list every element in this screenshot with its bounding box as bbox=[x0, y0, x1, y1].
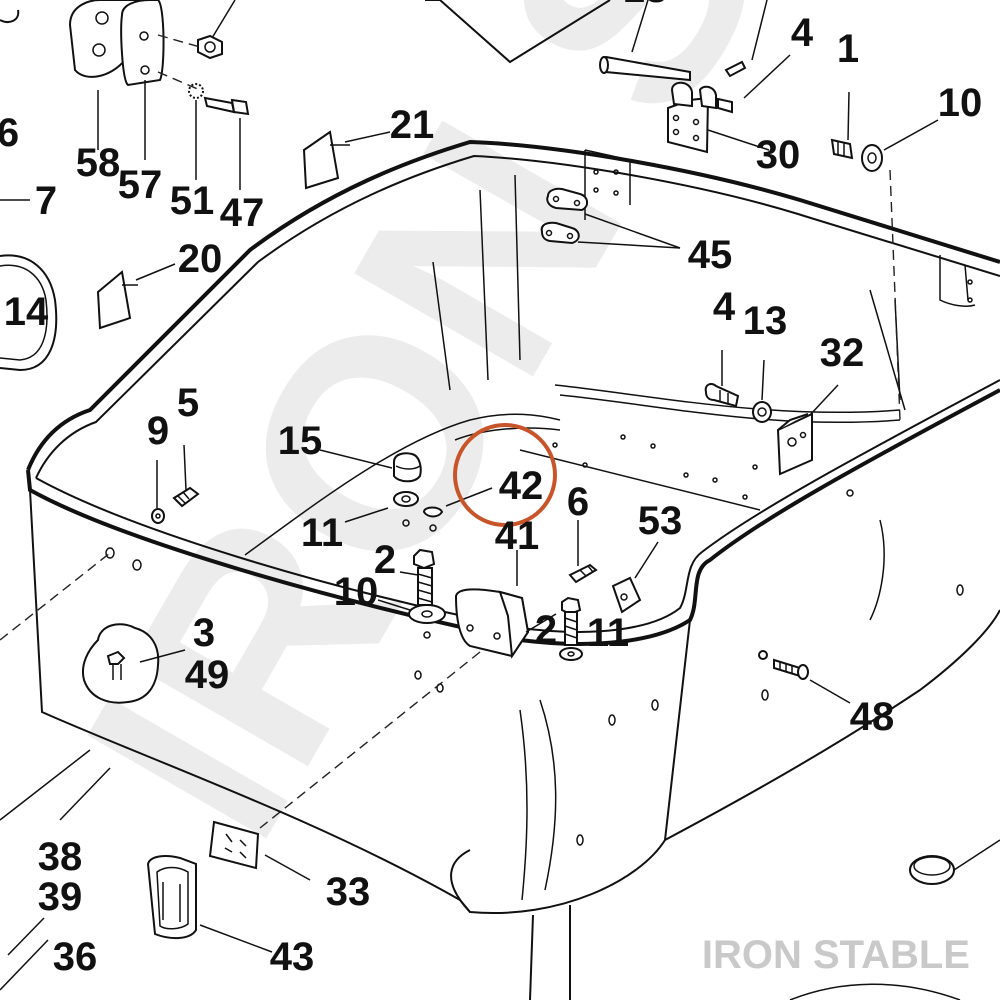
back-plate-holes bbox=[593, 169, 973, 303]
callout-42: 42 bbox=[499, 464, 544, 508]
link-plates-45 bbox=[540, 187, 588, 245]
callout-20: 20 bbox=[178, 237, 223, 281]
callout-4-top: 4 bbox=[791, 11, 814, 55]
callout-5: 5 bbox=[177, 381, 199, 425]
bracket-20 bbox=[96, 270, 132, 330]
callout-36: 36 bbox=[53, 935, 98, 979]
bracket-21 bbox=[302, 130, 340, 190]
callout-57: 57 bbox=[118, 163, 163, 207]
bolt-2-right bbox=[559, 596, 583, 661]
clip-43 bbox=[146, 855, 197, 940]
callout-47: 47 bbox=[220, 191, 265, 235]
callout-11-right: 11 bbox=[587, 611, 629, 655]
callout-30: 30 bbox=[756, 133, 801, 177]
mount-block-41 bbox=[259, 588, 530, 829]
center-hardware bbox=[393, 452, 444, 532]
plug-bottom-right bbox=[909, 839, 1000, 885]
callout-49: 49 bbox=[185, 653, 230, 697]
callout-labels: 18 4 1 10 30 6 58 57 51 47 21 7 20 45 14… bbox=[0, 0, 982, 979]
bolt-2-assembly bbox=[408, 548, 446, 639]
bracket-33 bbox=[208, 820, 260, 870]
callout-2-right: 2 bbox=[535, 608, 557, 652]
part-14-outline bbox=[0, 254, 58, 372]
callout-39: 39 bbox=[38, 875, 83, 919]
lower-edge-curve bbox=[789, 983, 961, 1000]
callout-53: 53 bbox=[638, 499, 683, 543]
top-left-parts bbox=[0, 0, 611, 116]
callout-18: 18 bbox=[623, 0, 668, 11]
callout-13: 13 bbox=[743, 299, 788, 343]
callout-43: 43 bbox=[270, 935, 315, 979]
callout-7: 7 bbox=[35, 179, 57, 223]
callout-32: 32 bbox=[820, 331, 865, 375]
mount-stand-lines bbox=[529, 905, 571, 1000]
callout-2-left: 2 bbox=[374, 538, 396, 582]
callout-11-left: 11 bbox=[301, 511, 343, 555]
callout-4-mid: 4 bbox=[713, 285, 736, 329]
cover-plate-3 bbox=[82, 623, 160, 704]
latch-hardware-32 bbox=[704, 383, 813, 476]
callout-48: 48 bbox=[850, 695, 895, 739]
callout-51: 51 bbox=[170, 179, 215, 223]
callout-45: 45 bbox=[688, 233, 733, 277]
callout-1: 1 bbox=[837, 27, 859, 71]
callout-3: 3 bbox=[193, 611, 215, 655]
callout-6-center: 6 bbox=[567, 480, 589, 524]
callout-21: 21 bbox=[390, 103, 435, 147]
callout-14: 14 bbox=[4, 290, 49, 334]
leader-lines bbox=[0, 0, 939, 991]
callout-10-mid: 10 bbox=[334, 570, 379, 614]
callout-58: 58 bbox=[76, 141, 121, 185]
callout-41: 41 bbox=[495, 514, 540, 558]
part-14-inner bbox=[0, 264, 48, 361]
corner-watermark: IRON STABLE bbox=[702, 933, 970, 977]
callout-33: 33 bbox=[326, 870, 371, 914]
saddlebag-body bbox=[26, 139, 1000, 914]
callout-10-top: 10 bbox=[938, 81, 983, 125]
highlight-circle bbox=[453, 423, 557, 527]
callout-9: 9 bbox=[147, 409, 169, 453]
bolt-48 bbox=[758, 650, 809, 680]
hinge-hardware bbox=[599, 55, 901, 421]
left-hardware bbox=[0, 486, 200, 641]
callout-15: 15 bbox=[278, 419, 323, 463]
callout-6-left: 6 bbox=[0, 111, 19, 155]
callout-38: 38 bbox=[38, 835, 83, 879]
